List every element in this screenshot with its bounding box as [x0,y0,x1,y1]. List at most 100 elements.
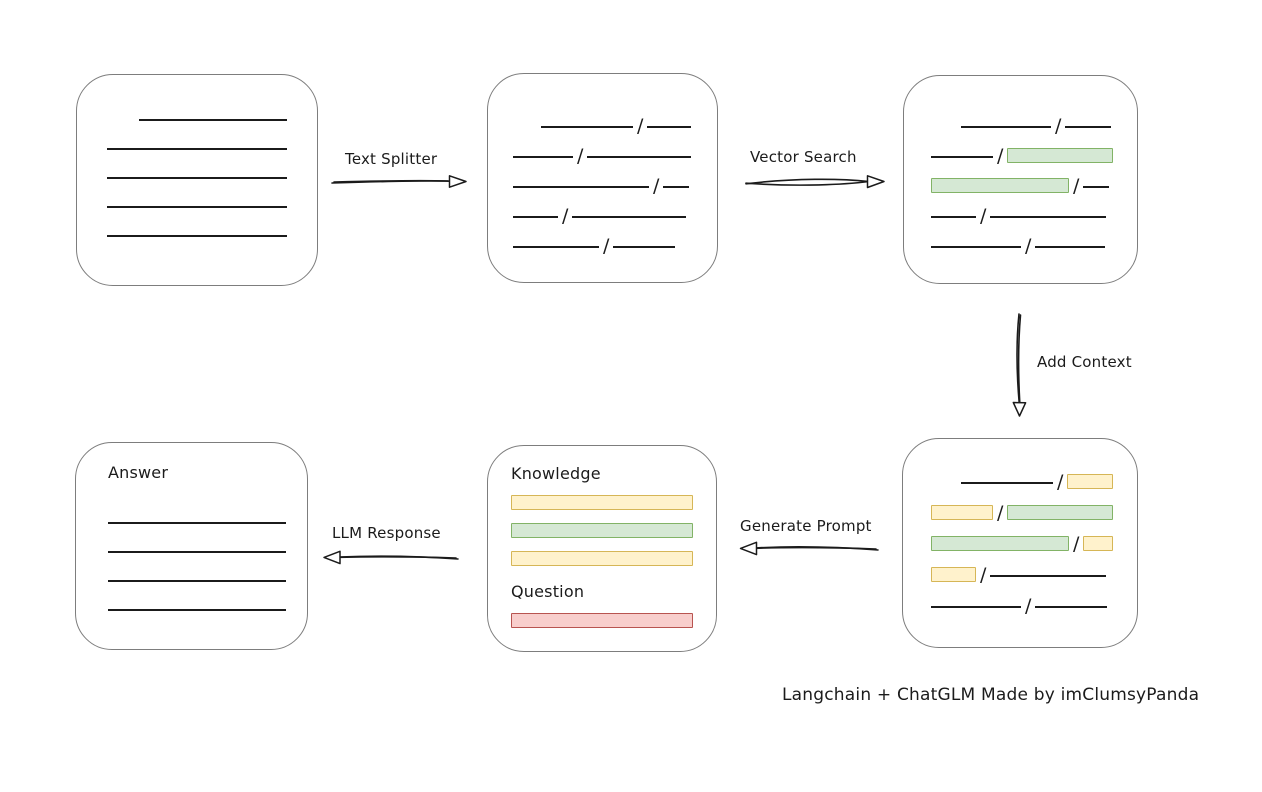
text-line [513,156,573,158]
text-line [587,156,692,158]
box-split-chunks: / / / / / [487,73,718,283]
text-line [647,126,692,128]
split-slash: / [1073,533,1080,555]
box-source-document [76,74,318,286]
text-line [139,119,287,121]
arrow-text-splitter [331,175,467,188]
split-slash: / [653,175,660,197]
box-answer: Answer [75,442,308,650]
text-line-row: / [931,453,1137,492]
split-slash: / [577,145,584,167]
text-line-row: / [513,218,717,256]
yellow-bar [511,495,693,510]
text-line-row: / [931,128,1137,166]
text-line-row [108,582,307,611]
yellow-highlight-chip [1083,536,1114,551]
text-line [107,235,287,237]
green-highlight-chip [931,178,1069,193]
chunk-lines: / / / / / [488,74,717,256]
knowledge-label: Knowledge [511,464,601,483]
text-line [613,246,676,248]
text-line-row [107,92,317,121]
text-line [107,206,287,208]
arrow-label-llm-response: LLM Response [332,524,441,542]
text-line-row: / [931,546,1137,585]
text-line-row [107,179,317,208]
text-line [513,216,558,218]
split-slash: / [1025,595,1032,617]
green-bar [511,523,693,538]
yellow-highlight-chip [931,567,976,582]
split-slash: / [637,115,644,137]
green-highlight-chip [931,536,1069,551]
arrow-add-context [1012,313,1027,417]
box-context-chunks: / / / / / [902,438,1138,648]
box-prompt: Knowledge Question [487,445,717,652]
text-line-row: / [931,158,1137,196]
text-line [108,609,286,611]
text-line-row: / [931,577,1137,616]
green-highlight-chip [1007,505,1114,520]
text-line-row: / [931,218,1137,256]
split-slash: / [603,235,610,257]
text-line [107,148,287,150]
arrow-label-text-splitter: Text Splitter [345,150,438,168]
text-line [107,177,287,179]
text-line [663,186,690,188]
arrow-label-generate-prompt: Generate Prompt [740,517,872,535]
text-line [108,551,286,553]
yellow-highlight-chip [931,505,993,520]
arrow-generate-prompt [739,541,879,556]
text-line [931,216,976,218]
text-line-row: / [931,484,1137,523]
text-line [108,580,286,582]
document-lines [77,75,317,237]
split-slash: / [980,205,987,227]
text-line [990,575,1107,577]
text-line [513,186,649,188]
split-slash: / [1025,235,1032,257]
text-line [1065,126,1112,128]
yellow-bar [511,551,693,566]
text-line [1035,606,1108,608]
text-line-row [107,121,317,150]
text-line [961,126,1051,128]
text-line-row: / [931,188,1137,226]
text-line-row [108,495,307,524]
text-line [961,482,1053,484]
text-line [541,126,633,128]
red-bar [511,613,693,628]
text-line-row [108,524,307,553]
split-slash: / [1055,115,1062,137]
question-bars [511,613,716,628]
knowledge-bars [511,495,716,566]
text-line-row: / [513,128,717,166]
searched-chunk-lines: ///// [904,76,1137,256]
text-line [1035,246,1106,248]
split-slash: / [562,205,569,227]
text-line [990,216,1107,218]
text-line-row [107,150,317,179]
text-line [931,246,1021,248]
split-slash: / [980,564,987,586]
text-line [931,156,993,158]
text-line [513,246,599,248]
yellow-highlight-chip [1067,474,1114,489]
split-slash: / [997,502,1004,524]
green-highlight-chip [1007,148,1114,163]
split-slash: / [1057,471,1064,493]
answer-lines [108,495,307,611]
arrow-llm-response [323,550,459,565]
context-chunk-lines: / / / / / [903,439,1137,616]
text-line-row: / [513,98,717,136]
arrow-label-vector-search: Vector Search [750,148,857,166]
credit-text: Langchain + ChatGLM Made by imClumsyPand… [782,685,1200,705]
text-line-row: / [513,158,717,196]
text-line-row: / [931,98,1137,136]
split-slash: / [997,145,1004,167]
text-line-row [108,553,307,582]
text-line-row: / [931,515,1137,554]
text-line-row: / [513,188,717,226]
text-line [108,522,286,524]
